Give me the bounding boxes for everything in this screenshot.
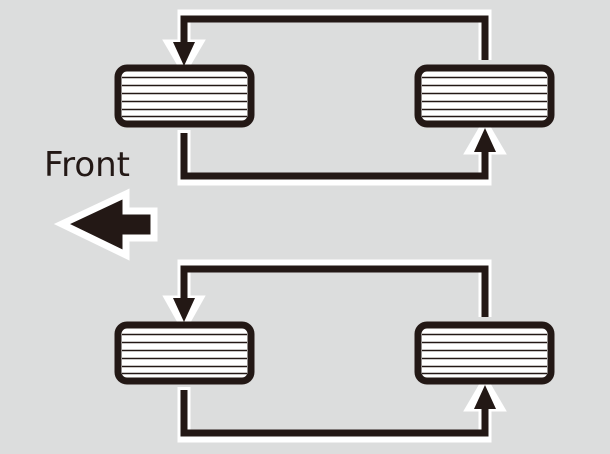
tire-rear-left bbox=[118, 325, 251, 381]
front-label: Front bbox=[44, 145, 130, 185]
tire-front-left bbox=[118, 68, 251, 124]
connector-front-left-to-front-right bbox=[177, 117, 507, 186]
front-direction-arrow bbox=[53, 188, 158, 261]
connector-rear-left-to-rear-right bbox=[177, 374, 507, 443]
tire-rear-right bbox=[418, 325, 551, 381]
arrowhead-up-rear bbox=[474, 385, 496, 409]
tire-front-right bbox=[418, 68, 551, 124]
arrowhead-up-front bbox=[474, 128, 496, 152]
connector-front-right-to-front-left bbox=[162, 9, 492, 77]
arrowhead-down-rear bbox=[173, 298, 195, 322]
arrowhead-down-front bbox=[173, 42, 195, 66]
connector-rear-right-to-rear-left bbox=[162, 259, 492, 335]
